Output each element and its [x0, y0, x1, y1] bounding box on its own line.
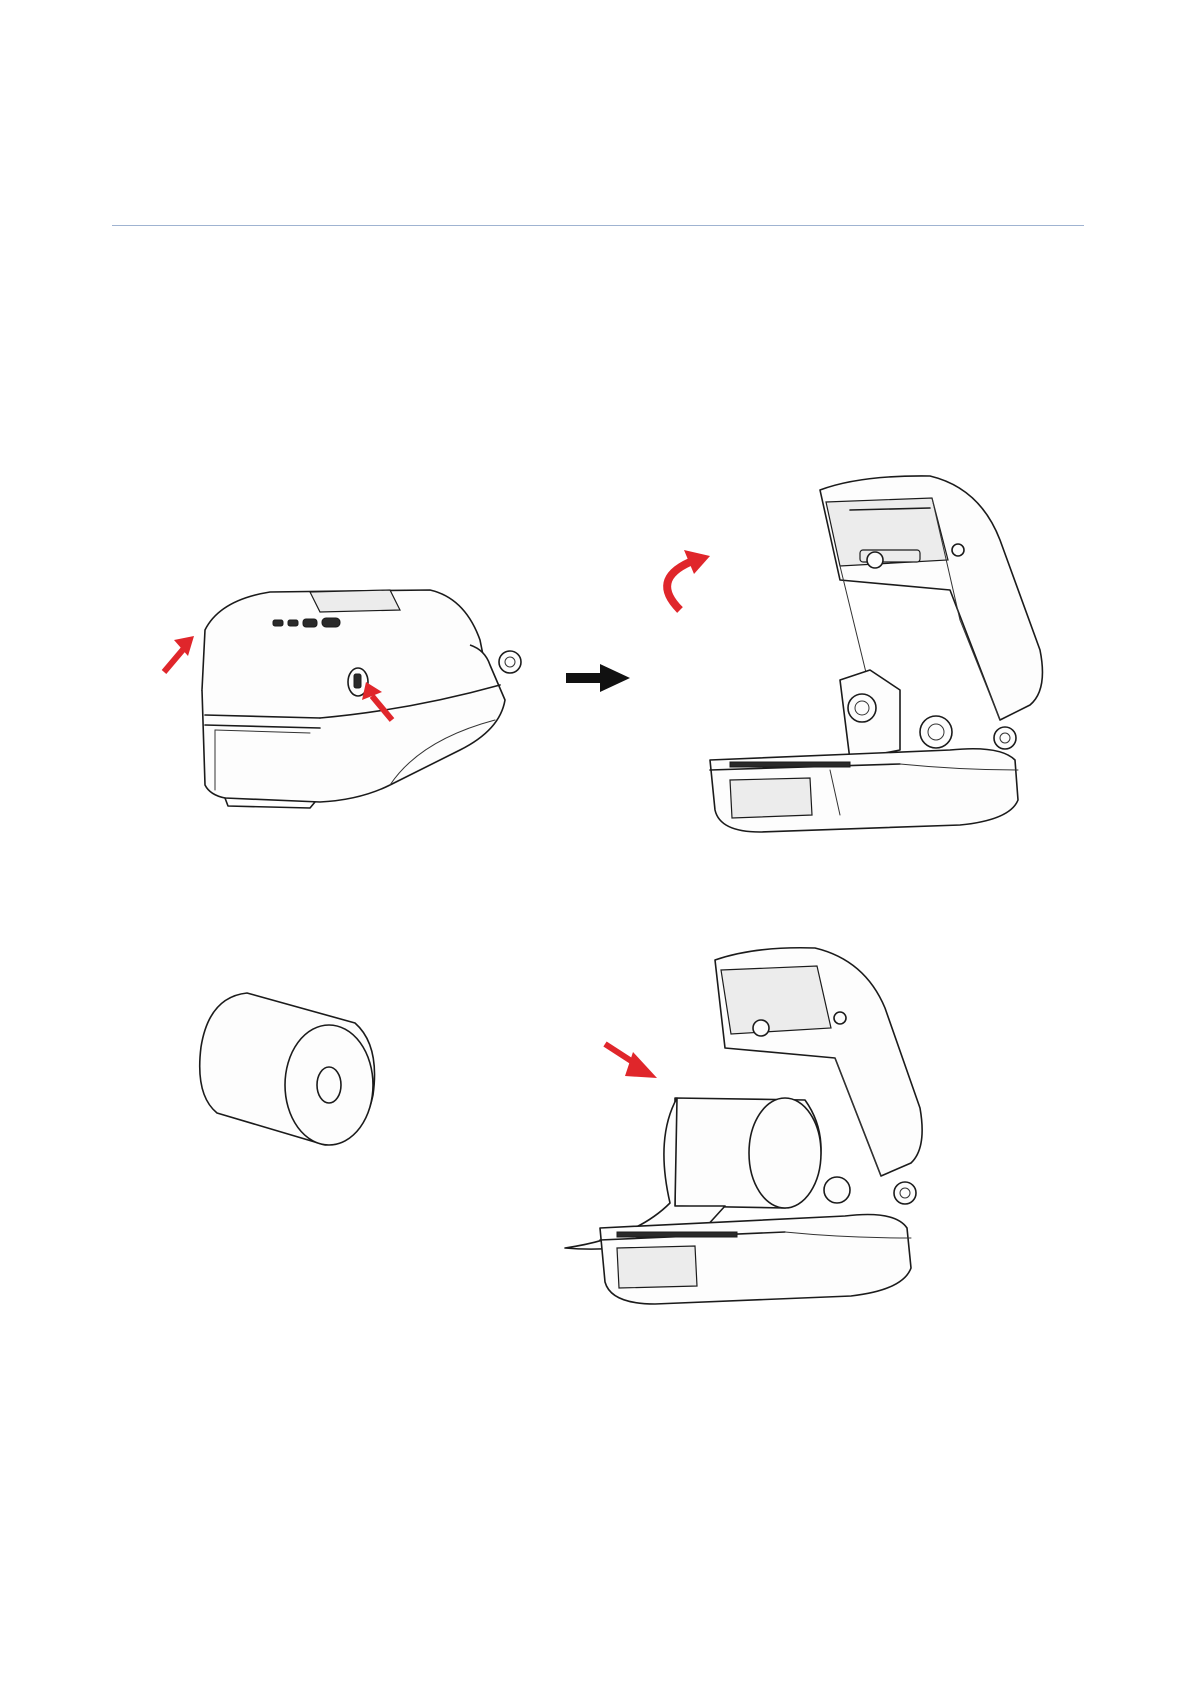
label-roll-figure [195, 985, 385, 1155]
release-arrow-left-icon [164, 636, 194, 672]
insert-roll-arrow-icon [605, 1044, 657, 1078]
arrow-right-icon [566, 664, 632, 692]
header-divider [112, 225, 1084, 226]
printer-closed-icon [160, 570, 540, 830]
printer-loading-roll-figure [575, 948, 975, 1358]
printer-open-icon [700, 470, 1040, 870]
closed-printer-figure [160, 570, 540, 830]
paper-roll-icon [195, 985, 385, 1155]
open-printer-figure [700, 470, 1040, 870]
printer-open-with-roll-icon [575, 948, 975, 1358]
open-cover-arrow-icon [667, 550, 710, 610]
step-arrow [566, 664, 632, 692]
